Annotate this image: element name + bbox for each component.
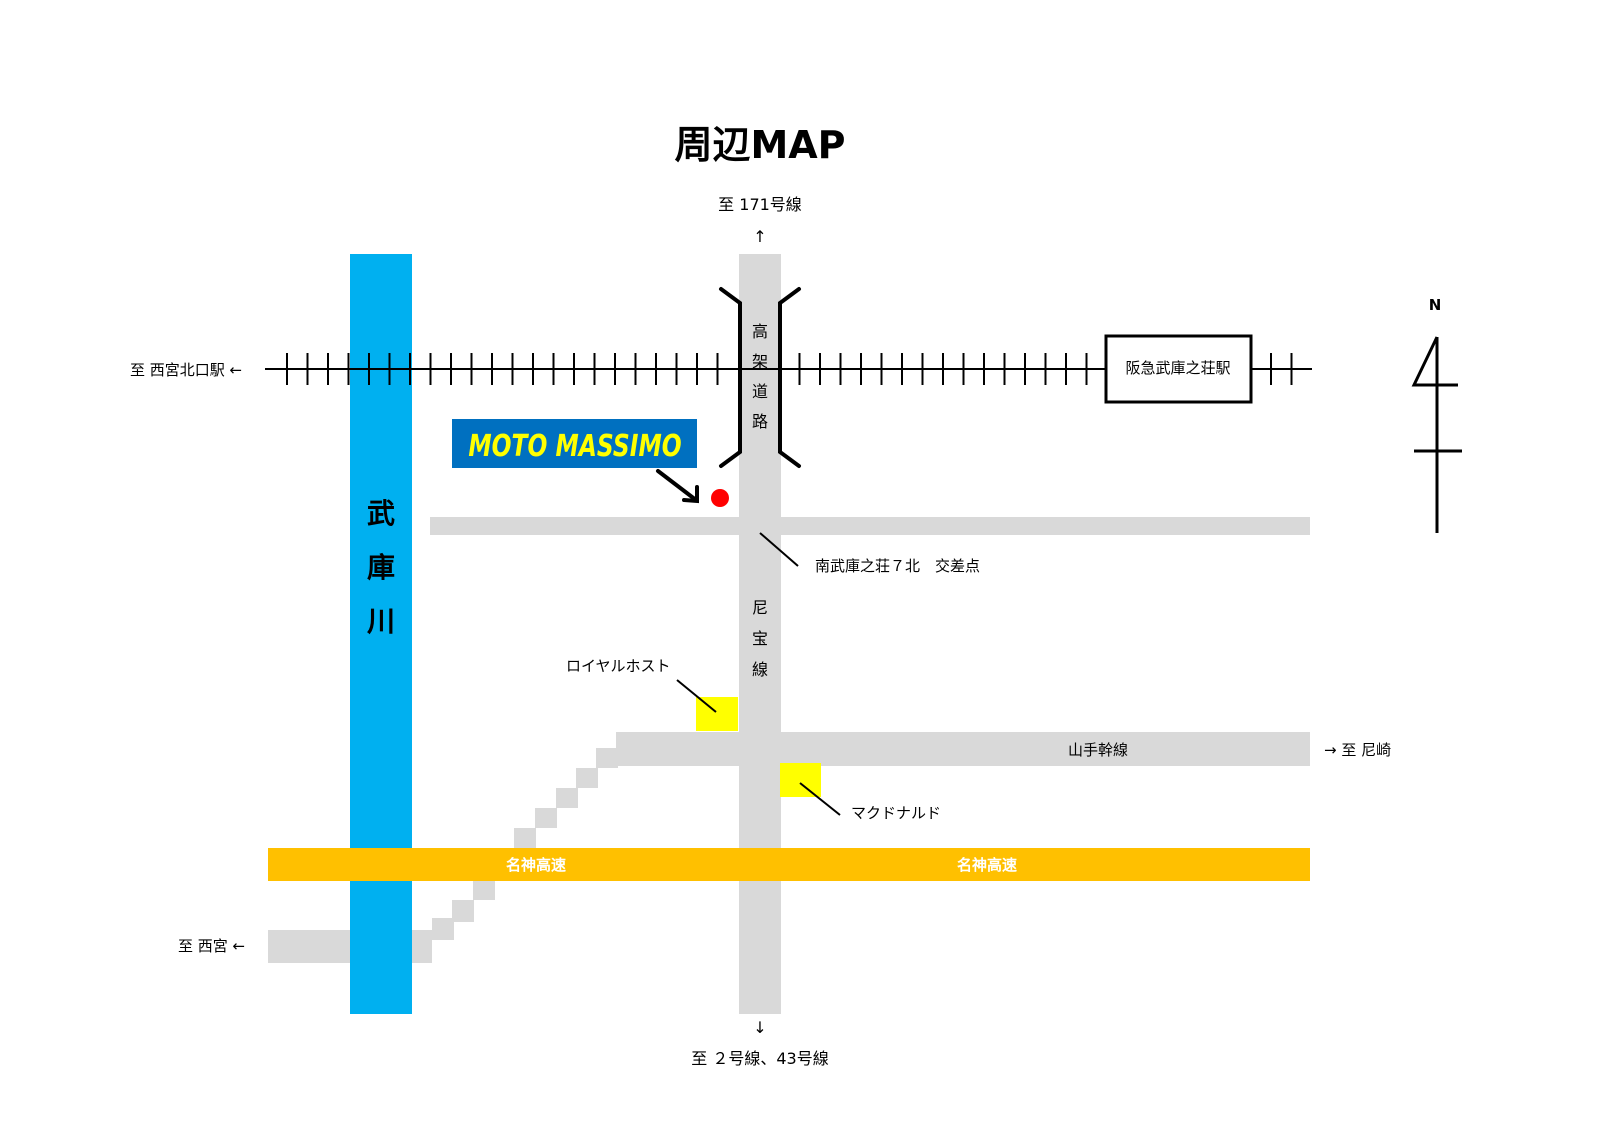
intersection-leader-line	[759, 532, 799, 567]
north-destination-label: 至 171号線	[718, 195, 802, 214]
west-road-destination-label: 至 西宮 ←	[178, 937, 245, 955]
diagonal-stair-road	[432, 748, 618, 940]
mcdonalds-marker	[780, 763, 821, 797]
expressway-label: 名神高速	[957, 856, 1017, 874]
royal-host-leader-line	[676, 679, 717, 713]
river-label-char: 庫	[367, 551, 395, 584]
north-compass-icon	[1411, 336, 1462, 533]
moto-massimo-logo-text: MOTO MASSIMO	[468, 429, 681, 464]
shop-pointer-arrow	[656, 469, 699, 504]
river-label-char: 川	[367, 605, 395, 638]
east-destination-label: → 至 尼崎	[1324, 741, 1391, 759]
royal-host-marker	[696, 697, 738, 731]
elevated-road-label-char: 道	[752, 382, 768, 401]
elevated-road-label-char: 架	[752, 352, 768, 371]
meishin-expressway	[268, 848, 1310, 881]
royal-host-label: ロイヤルホスト	[566, 657, 671, 675]
main-road-label-char: 宝	[752, 629, 768, 648]
amagasaki-takarazuka-road	[739, 254, 781, 1014]
station-label: 阪急武庫之荘駅	[1125, 359, 1230, 377]
elevated-road-label-char: 高	[752, 322, 768, 341]
mcdonalds-label: マクドナルド	[851, 804, 941, 822]
compass-n-label: N	[1429, 296, 1442, 314]
shop-location-marker	[711, 489, 729, 507]
north-arrow-glyph: ↑	[753, 227, 766, 246]
south-destination-label: 至 ２号線、43号線	[691, 1049, 828, 1068]
yamate-line-label: 山手幹線	[1068, 741, 1128, 759]
elevated-road-label-char: 路	[752, 412, 768, 431]
river-label-char: 武	[367, 497, 395, 530]
page-title: 周辺MAP	[674, 123, 845, 167]
intersection-cross-road	[430, 517, 1310, 535]
main-road-label-char: 尼	[752, 598, 768, 617]
mcdonalds-leader-line	[799, 782, 841, 816]
intersection-label: 南武庫之荘７北 交差点	[815, 557, 980, 575]
main-road-label-char: 線	[752, 660, 768, 679]
mukogawa-river	[350, 254, 412, 1014]
mukonoso-station-box	[1104, 334, 1253, 404]
moto-massimo-logo-box	[452, 419, 697, 468]
west-rail-destination-label: 至 西宮北口駅 ←	[130, 361, 242, 379]
expressway-label: 名神高速	[506, 856, 566, 874]
south-arrow-glyph: ↓	[753, 1018, 766, 1037]
yamate-trunk-road	[616, 732, 1310, 766]
elevated-road-brackets	[719, 287, 801, 468]
